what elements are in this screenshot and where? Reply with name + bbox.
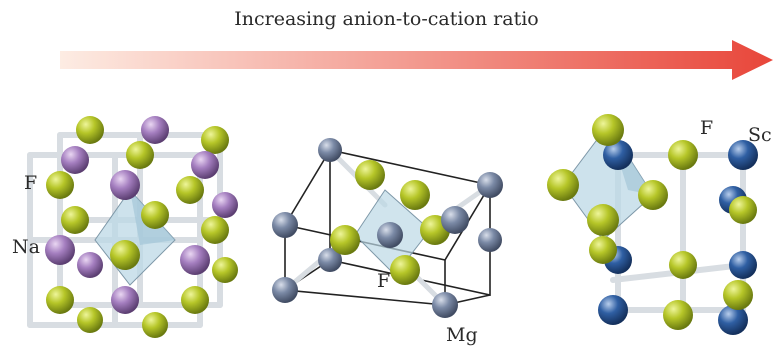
scf3-anion-label: F xyxy=(700,117,714,139)
naf-structure xyxy=(27,116,238,338)
mgf2-anion-label: F xyxy=(377,270,391,292)
naf-cation-label: Na xyxy=(12,236,40,258)
naf-anion-label: F xyxy=(24,172,38,194)
mgf2-structure xyxy=(272,138,503,318)
trend-arrow xyxy=(60,40,773,80)
mgf2-cation-label: Mg xyxy=(446,324,478,346)
scf3-structure xyxy=(547,114,758,335)
diagram-title: Increasing anion-to-cation ratio xyxy=(234,8,539,30)
scf3-cation-label: Sc xyxy=(748,124,772,146)
